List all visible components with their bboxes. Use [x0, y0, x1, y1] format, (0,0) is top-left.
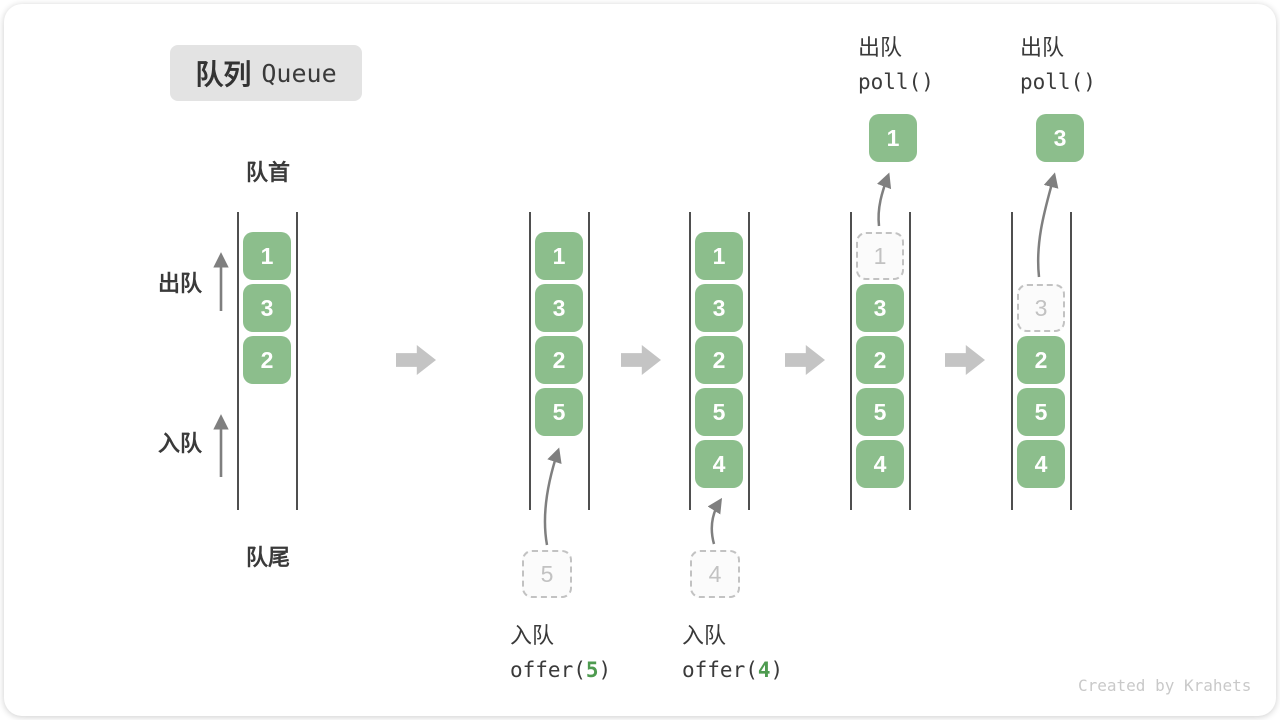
queue-slot: 3: [243, 284, 291, 332]
title-badge: 队列 Queue: [170, 45, 362, 101]
queue-wall-left: [1011, 212, 1013, 510]
queue-slot: 2: [1017, 336, 1065, 384]
offer-op-label-1: 入队 offer(5): [510, 618, 611, 688]
queue-slot: 2: [535, 336, 583, 384]
queue-wall-right: [748, 212, 750, 510]
enqueue-side-label: 入队: [158, 431, 203, 456]
queue-slot: 5: [535, 388, 583, 436]
queue-slot: 1: [243, 232, 291, 280]
queue-slot: 2: [243, 336, 291, 384]
queue-wall-left: [689, 212, 691, 510]
staged-value-box-2: 4: [690, 550, 740, 598]
queue-slot: 2: [856, 336, 904, 384]
polled-value-box-1: 1: [869, 114, 917, 162]
queue-slot-dashed: 3: [1017, 284, 1065, 332]
queue-slot: 3: [695, 284, 743, 332]
offer-arg: 4: [757, 658, 771, 682]
poll-op-code: poll(): [858, 70, 934, 94]
offer-op-label-2: 入队 offer(4): [682, 618, 783, 688]
queue-slot-dashed: 1: [856, 232, 904, 280]
queue-wall-right: [296, 212, 298, 510]
queue-wall-left: [850, 212, 852, 510]
queue-slot: 1: [695, 232, 743, 280]
watermark: Created by Krahets: [1078, 676, 1252, 695]
queue-slot: 3: [535, 284, 583, 332]
polled-value-box-2: 3: [1036, 114, 1084, 162]
title-zh: 队列: [195, 59, 252, 90]
queue-slot: 5: [695, 388, 743, 436]
queue-slot: 4: [695, 440, 743, 488]
offer-op-code: offer(4): [682, 658, 784, 682]
queue-front-label: 队首: [245, 160, 290, 185]
staged-value-box-1: 5: [522, 550, 572, 598]
queue-slot: 2: [695, 336, 743, 384]
poll-op-zh: 出队: [858, 35, 903, 60]
poll-op-zh: 出队: [1020, 35, 1065, 60]
dequeue-side-label: 出队: [158, 271, 203, 296]
poll-op-code: poll(): [1020, 70, 1096, 94]
queue-slot: 5: [1017, 388, 1065, 436]
offer-op-zh: 入队: [510, 623, 555, 648]
queue-wall-right: [1070, 212, 1072, 510]
offer-op-zh: 入队: [682, 623, 727, 648]
queue-rear-label: 队尾: [245, 545, 290, 570]
offer-op-code: offer(5): [510, 658, 612, 682]
queue-slot: 5: [856, 388, 904, 436]
queue-slot: 4: [1017, 440, 1065, 488]
queue-slot: 1: [535, 232, 583, 280]
queue-wall-right: [909, 212, 911, 510]
title-en: Queue: [261, 58, 337, 88]
poll-op-label-2: 出队 poll(): [1020, 30, 1096, 100]
queue-wall-left: [529, 212, 531, 510]
queue-slot: 3: [856, 284, 904, 332]
poll-op-label-1: 出队 poll(): [858, 30, 934, 100]
queue-wall-left: [237, 212, 239, 510]
queue-slot: 4: [856, 440, 904, 488]
offer-arg: 5: [585, 658, 599, 682]
queue-wall-right: [588, 212, 590, 510]
